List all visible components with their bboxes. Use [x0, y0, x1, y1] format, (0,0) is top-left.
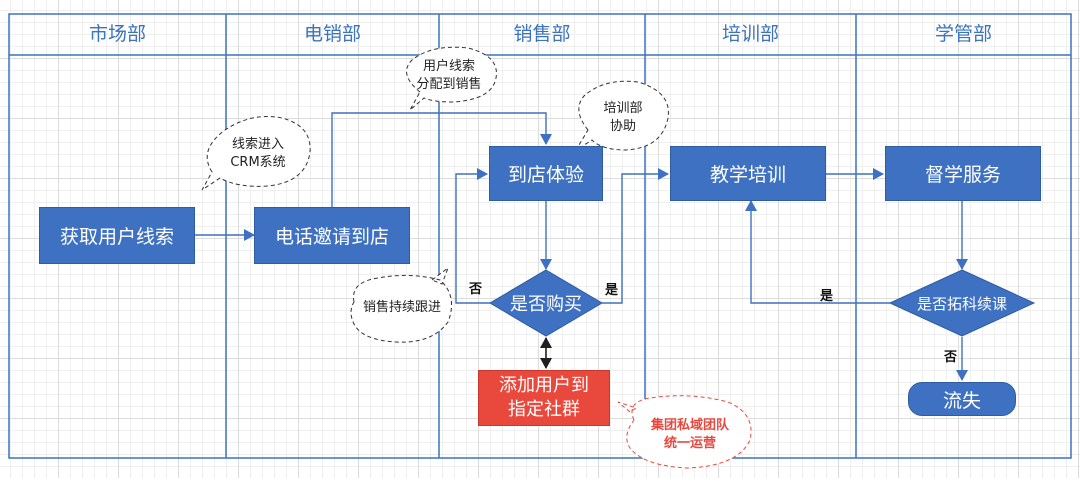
teaching-box: 教学培训: [670, 146, 826, 201]
call-invite-box: 电话邀请到店: [254, 207, 410, 264]
expand-no-label: 否: [944, 350, 958, 365]
lane-header-telesales: 电销部: [303, 23, 361, 45]
lane-header-training: 培训部: [721, 23, 779, 45]
edge-buy-yes: [602, 168, 669, 304]
get-leads-box: 获取用户线索: [39, 207, 195, 264]
edge-buy-no-loop: [455, 168, 490, 304]
private-callout-line1: 集团私域团队: [650, 418, 729, 433]
edge-call-to-store: [331, 112, 552, 207]
crm-callout-line1: 线索进入: [231, 137, 284, 152]
lane-header-academic: 学管部: [934, 23, 992, 45]
assign-bubble-shape: [406, 46, 497, 111]
assist-callout: 培训部 协助: [578, 94, 668, 142]
assign-callout-line1: 用户线索: [422, 59, 475, 74]
supervision-box: 督学服务: [885, 146, 1041, 201]
assist-bubble-shape: [575, 80, 669, 151]
assist-callout-line1: 培训部: [603, 101, 643, 116]
edge-expand-yes: [745, 200, 890, 304]
buy-decision-diamond: [489, 269, 603, 337]
churn-box: 流失: [908, 382, 1016, 416]
followup-callout: 销售持续跟进: [362, 300, 441, 315]
private-callout-line2: 统一运营: [663, 436, 716, 451]
private-domain-callout: 集团私域团队 统一运营: [626, 410, 754, 460]
followup-bubble-shape: [350, 266, 453, 343]
buy-yes-label: 是: [605, 283, 619, 298]
store-visit-box: 到店体验: [489, 146, 603, 201]
buy-no-label: 否: [469, 282, 483, 297]
add-to-group-box: 添加用户到 指定社群: [478, 370, 610, 426]
crm-callout: 线索进入 CRM系统: [208, 128, 308, 180]
expand-yes-label: 是: [820, 289, 834, 304]
expand-decision-diamond: [888, 269, 1036, 337]
crm-callout-line2: CRM系统: [230, 155, 286, 170]
add-to-group-line1: 添加用户到: [499, 375, 589, 396]
expand-decision-label: 是否拓科续课: [916, 294, 1007, 313]
private-bubble-shape: [617, 395, 752, 469]
add-to-group-line2: 指定社群: [508, 399, 580, 420]
assign-callout-line2: 分配到销售: [416, 77, 482, 92]
lane-header-sales: 销售部: [513, 23, 571, 45]
buy-decision-label: 是否购买: [510, 294, 582, 315]
lane-header-marketing: 市场部: [88, 23, 146, 45]
crm-bubble-shape: [201, 116, 311, 191]
assign-callout: 用户线索 分配到销售: [400, 54, 498, 98]
assist-callout-line2: 协助: [609, 119, 636, 134]
